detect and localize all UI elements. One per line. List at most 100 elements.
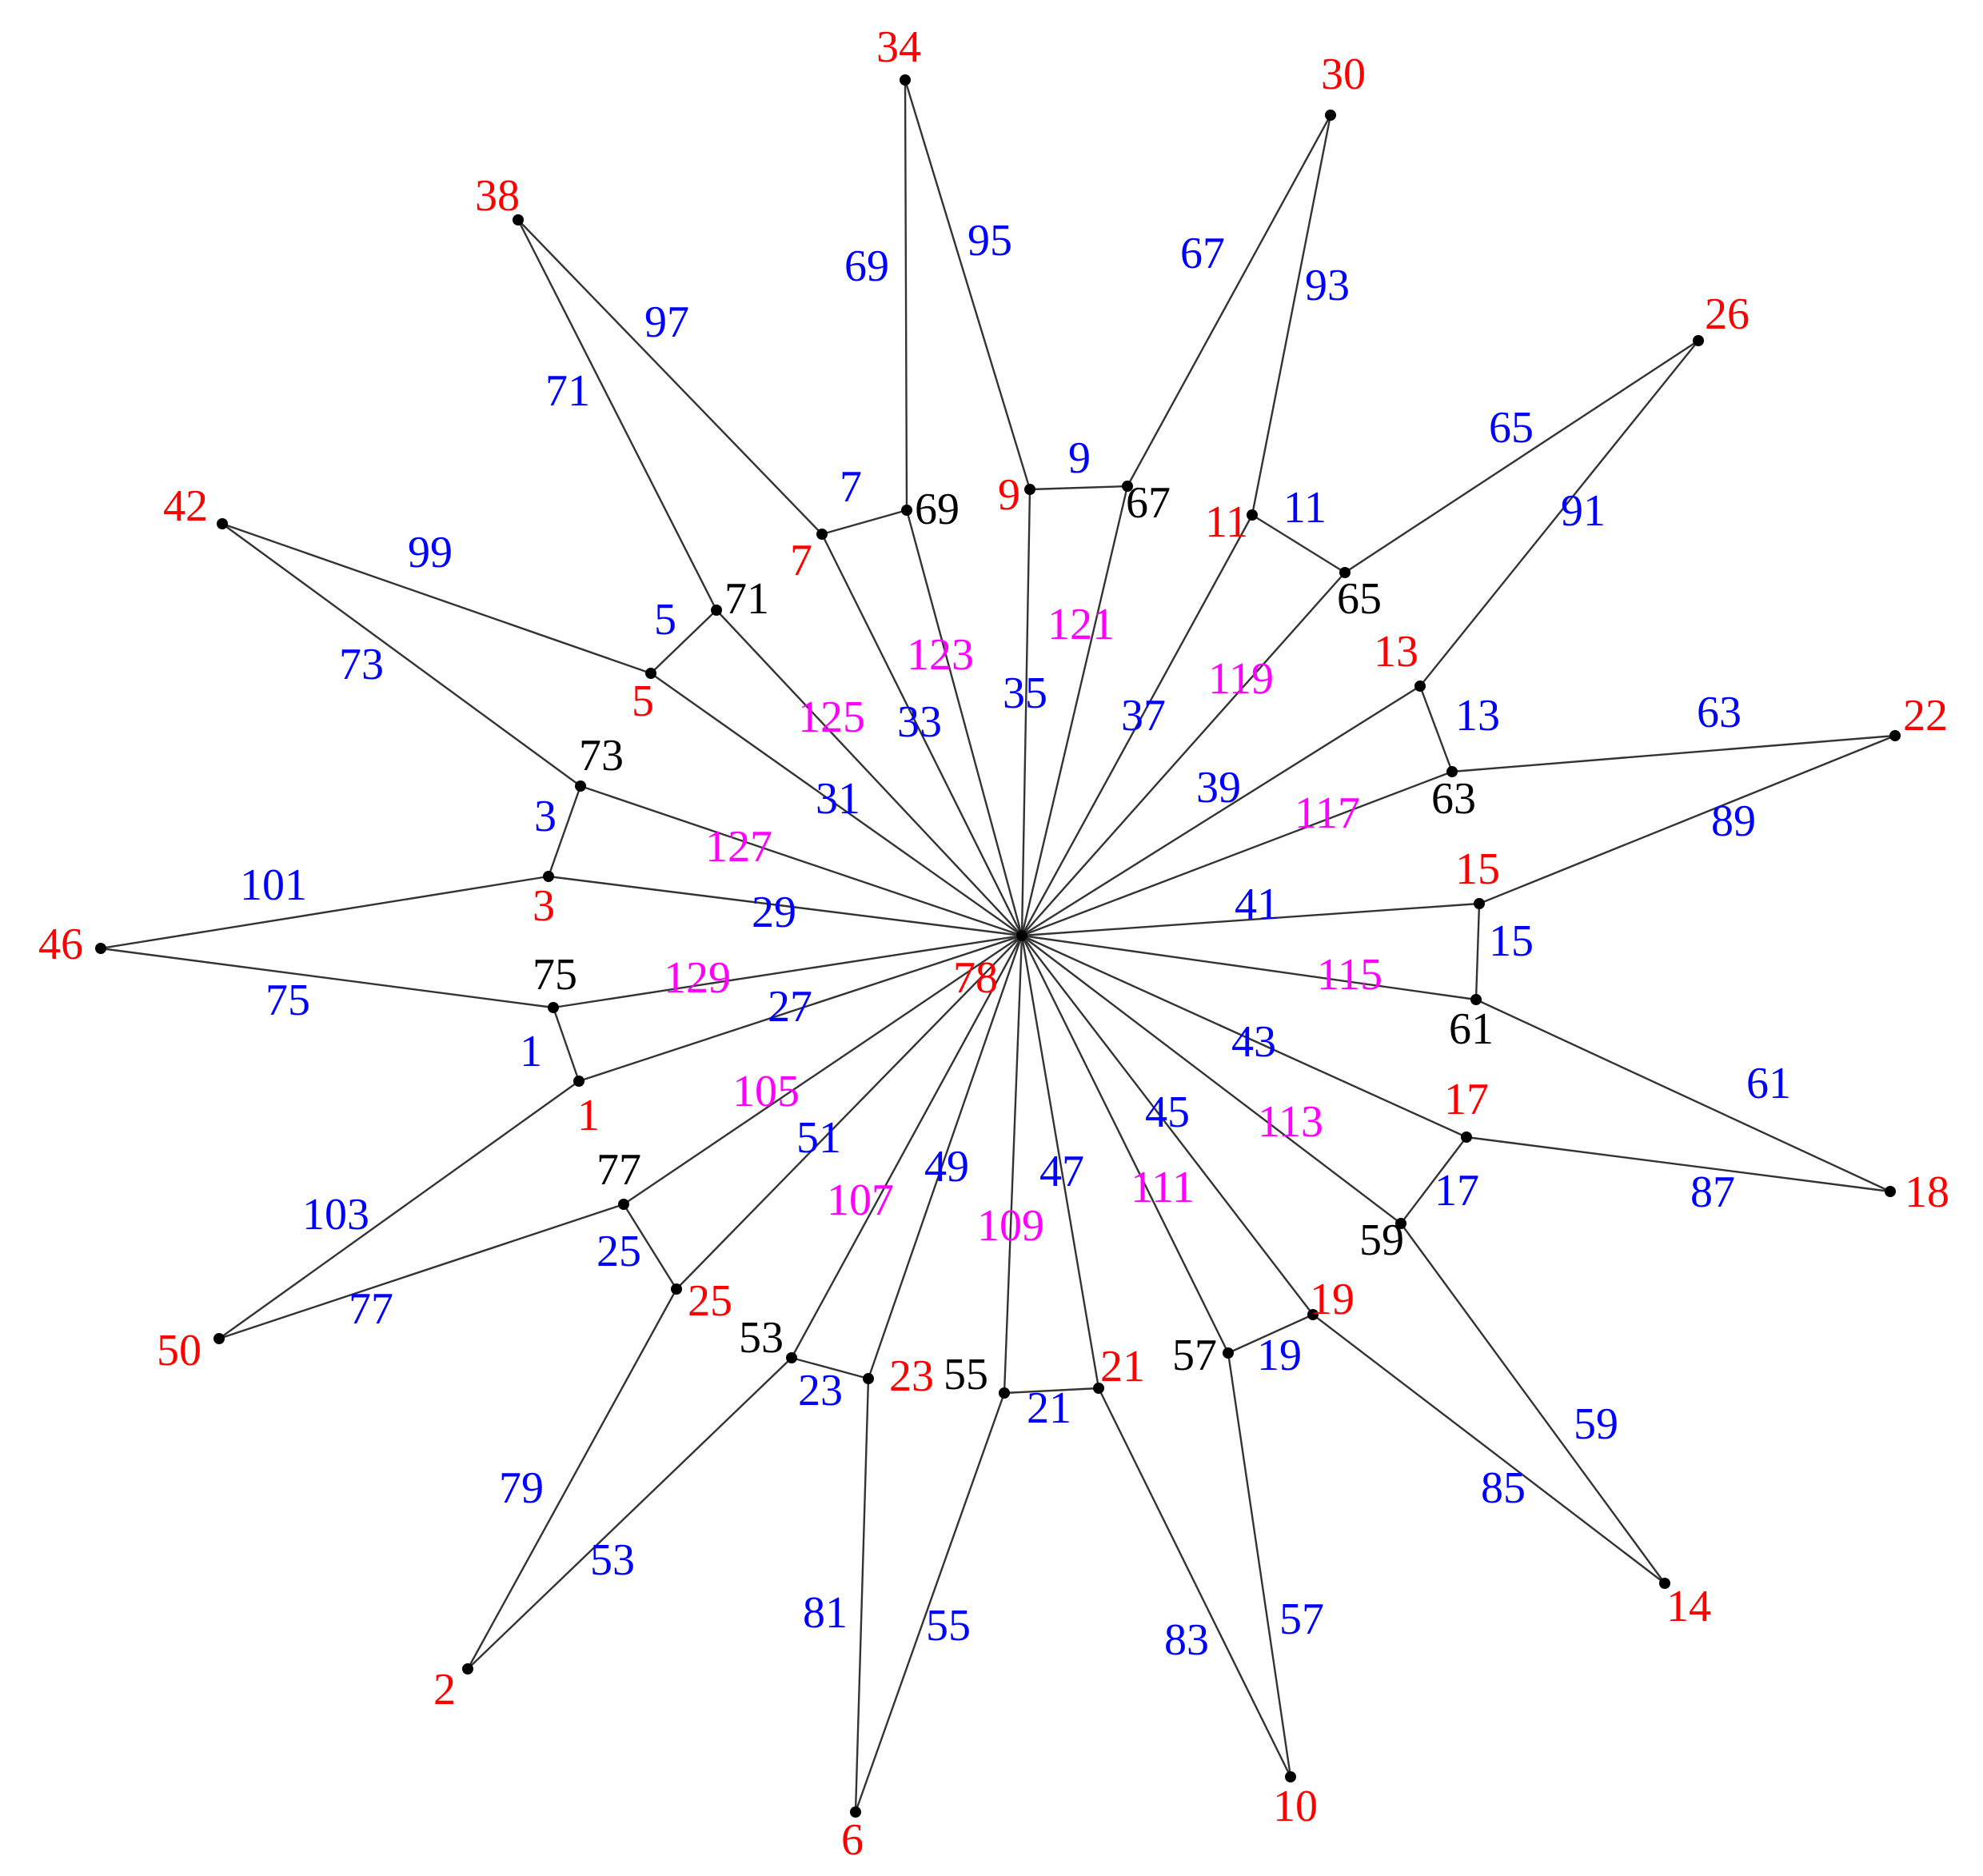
edge-label: 63	[1697, 688, 1742, 737]
node-dot	[786, 1352, 797, 1363]
edge-line	[1312, 1314, 1666, 1584]
node-dot	[816, 529, 828, 540]
edge-label: 61	[1746, 1059, 1791, 1108]
edge-line	[100, 947, 554, 1009]
edge-label: 81	[803, 1588, 848, 1638]
node-label: 53	[739, 1313, 784, 1363]
edge-label: 97	[644, 297, 689, 347]
edge-label: 41	[1235, 880, 1279, 929]
edge-label: 19	[1257, 1331, 1302, 1380]
edge-label: 67	[1180, 229, 1225, 278]
edge-line	[790, 935, 1023, 1359]
node-label: 17	[1444, 1075, 1489, 1124]
edge-line	[1419, 340, 1699, 687]
edge-line	[1020, 935, 1100, 1389]
node-label: 14	[1666, 1582, 1711, 1631]
node-dot	[1307, 1309, 1319, 1320]
node-dot	[863, 1373, 874, 1384]
node-label: 23	[889, 1351, 934, 1401]
node-label: 13	[1374, 627, 1418, 677]
edge-line	[821, 509, 908, 536]
edge-line	[854, 1378, 870, 1813]
edge-line	[1474, 903, 1481, 1000]
node-dot	[1659, 1578, 1670, 1589]
edge-label: 95	[968, 216, 1012, 265]
node-dot	[548, 1002, 559, 1013]
node-label: 42	[163, 481, 208, 531]
edge-line	[218, 1080, 580, 1339]
node-dot	[1093, 1383, 1104, 1394]
node-label: 3	[533, 881, 555, 931]
node-label: 15	[1455, 844, 1500, 894]
edge-label: 83	[1164, 1615, 1209, 1665]
edge-label: 11	[1283, 483, 1327, 533]
edge-label: 107	[827, 1175, 894, 1225]
edge-label: 3	[534, 792, 557, 841]
edge-line	[791, 1356, 869, 1380]
edge-line	[1344, 339, 1699, 574]
edge-label: 9	[1068, 433, 1091, 483]
node-label: 57	[1172, 1331, 1217, 1380]
edge-label: 87	[1690, 1168, 1735, 1217]
node-dot	[618, 1199, 629, 1210]
edge-line	[1126, 114, 1332, 487]
node-label: 1	[577, 1091, 600, 1140]
edge-label: 39	[1196, 763, 1241, 812]
node-dot	[1446, 766, 1458, 777]
node-label: 73	[579, 731, 624, 780]
edge-label: 91	[1561, 486, 1606, 536]
node-dot	[573, 1076, 585, 1087]
edge-line	[716, 609, 1023, 936]
node-dot	[1339, 567, 1351, 578]
node-label: 46	[38, 920, 83, 969]
edge-line	[547, 785, 582, 877]
edge-line	[905, 509, 1023, 936]
edge-line	[1020, 485, 1129, 936]
edge-label: 123	[907, 630, 974, 680]
edge-label: 49	[924, 1142, 969, 1191]
edge-line	[1227, 1313, 1314, 1355]
node-dot	[1285, 1771, 1296, 1782]
edge-label: 105	[732, 1067, 800, 1116]
edge-label: 113	[1258, 1097, 1323, 1147]
node-dot	[1693, 335, 1704, 346]
edge-label: 45	[1145, 1088, 1190, 1137]
edge-label: 125	[798, 693, 865, 742]
node-dot	[217, 518, 228, 529]
node-dot	[1470, 994, 1482, 1005]
edge-line	[221, 522, 652, 675]
edge-line	[1021, 935, 1314, 1315]
node-label: 11	[1205, 497, 1248, 547]
edge-label: 35	[1003, 669, 1047, 718]
edge-label: 7	[840, 462, 862, 512]
edge-line	[1097, 1387, 1292, 1778]
edge-label: 17	[1434, 1166, 1479, 1215]
edge-label: 59	[1574, 1399, 1618, 1449]
edge-line	[1021, 935, 1402, 1224]
edge-label: 55	[926, 1601, 971, 1650]
edge-line	[578, 934, 1023, 1083]
edge-label: 33	[897, 697, 942, 747]
node-label: 71	[724, 574, 769, 624]
node-dot	[1885, 1186, 1896, 1197]
edge-label: 51	[796, 1113, 841, 1163]
node-dot	[95, 943, 106, 954]
edge-label: 29	[752, 888, 796, 937]
node-labels: 1235679101113141517181921222325263034384…	[38, 22, 1949, 1865]
node-label: 9	[998, 470, 1020, 520]
edge-label: 99	[408, 528, 453, 577]
node-dot	[213, 1333, 225, 1344]
edge-line	[1400, 1223, 1666, 1584]
edge-line	[218, 1203, 624, 1340]
edge-line	[1466, 1136, 1891, 1193]
edge-line	[1021, 685, 1421, 937]
edge-line	[517, 219, 823, 535]
node-dot	[1325, 110, 1336, 121]
edge-lines	[100, 79, 1896, 1813]
edge-line	[1400, 1136, 1467, 1224]
node-dot	[850, 1806, 861, 1818]
edge-line	[1020, 489, 1031, 936]
node-label: 10	[1273, 1782, 1318, 1831]
edge-line	[623, 935, 1023, 1205]
